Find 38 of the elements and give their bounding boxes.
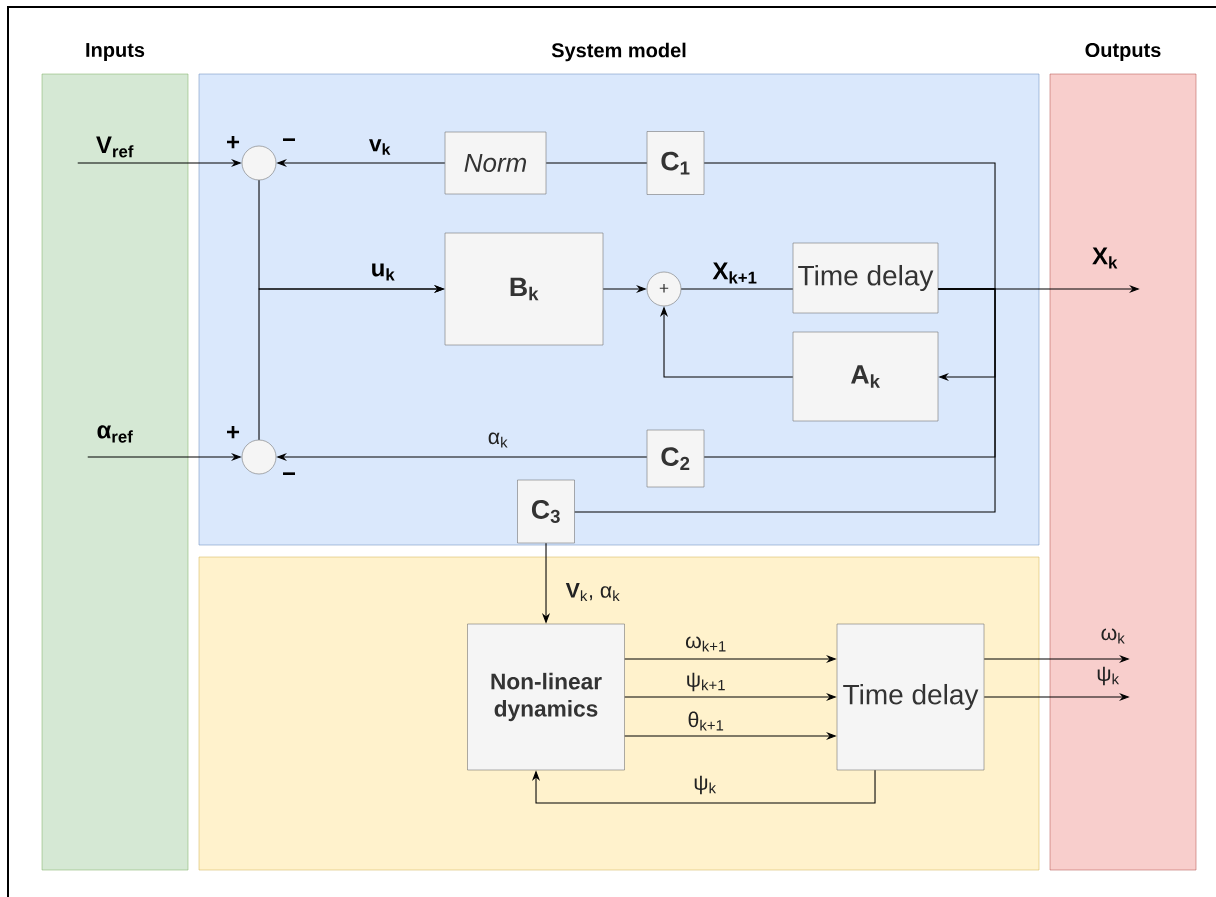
summing-junction <box>241 145 277 181</box>
edge-label: V$_{ref}$ <box>96 136 134 158</box>
edge-label: ψ$_{k+1}$ <box>687 672 725 692</box>
edge-label: θ$_{k+1}$ <box>688 711 724 731</box>
block: Time delay <box>792 242 939 314</box>
connector-line <box>574 288 996 513</box>
block: B$_{k}$ <box>444 232 604 346</box>
connector-line <box>545 162 648 164</box>
node-label: System model <box>551 42 686 62</box>
sign-label: − <box>283 138 296 141</box>
block: A$_{k}$ <box>792 331 939 422</box>
edge-label: ψ$_{k}$ <box>1097 666 1120 686</box>
block: Non-linear dynamics <box>467 623 625 771</box>
block: C$_{3}$ <box>517 479 575 544</box>
summing-junction: + <box>646 271 682 307</box>
sign-label: + <box>227 425 240 439</box>
edge-label: v$_{k}$ <box>369 139 391 155</box>
connector-line <box>680 288 794 290</box>
edge-label: α$_{ref}$ <box>97 425 133 443</box>
summing-junction <box>241 439 277 475</box>
node-label: Inputs <box>86 43 145 61</box>
edge-label: V$_{k}$, α$_{k}$ <box>565 582 620 602</box>
sign-label: − <box>283 472 296 475</box>
edge-label: u$_{k}$ <box>372 263 395 281</box>
block: C$_{1}$ <box>646 131 705 195</box>
edge-label: X$_{k}$ <box>1092 247 1118 269</box>
edge-label: ψ$_{k}$ <box>694 775 717 795</box>
edge-label: α$_{k}$ <box>488 432 508 448</box>
block: Norm <box>444 131 547 195</box>
edge-label: X$_{k+1}$ <box>712 262 757 284</box>
edge-label: ω$_{k+1}$ <box>685 636 726 652</box>
sign-label: + <box>227 135 240 149</box>
arrow <box>531 769 876 804</box>
connector-line <box>703 162 996 290</box>
block: Time delay <box>836 623 985 771</box>
block: C$_{2}$ <box>646 429 705 488</box>
edge-label: ω$_{k}$ <box>1101 628 1125 644</box>
node-label: Outputs <box>1085 42 1161 62</box>
